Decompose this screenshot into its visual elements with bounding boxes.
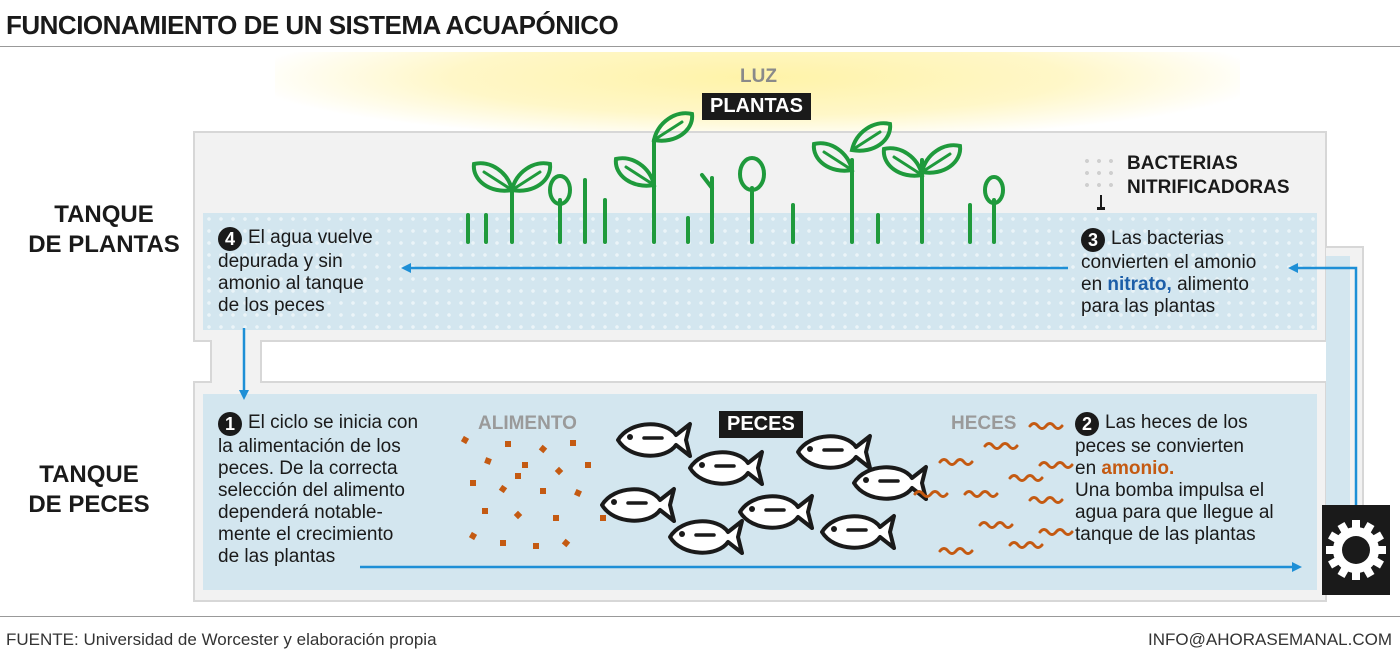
plant-icon bbox=[811, 121, 893, 244]
drain-pipe bbox=[210, 340, 262, 383]
plant-icon bbox=[738, 156, 766, 244]
food-particle bbox=[540, 488, 546, 494]
fish-icon bbox=[600, 487, 676, 523]
food-particle bbox=[522, 462, 528, 468]
step2-number: 2 bbox=[1075, 412, 1099, 436]
feces-mark bbox=[1028, 422, 1064, 430]
fish-tag: PECES bbox=[719, 411, 803, 438]
contact-email[interactable]: INFO@AHORASEMANAL.COM bbox=[1148, 630, 1392, 649]
food-particle bbox=[570, 440, 576, 446]
feces-mark bbox=[1038, 461, 1074, 469]
feces-mark bbox=[938, 458, 974, 466]
bacteria-pointer-base bbox=[1097, 207, 1105, 210]
food-particle bbox=[533, 543, 539, 549]
fish-group bbox=[600, 422, 928, 555]
pump-pipe-water bbox=[1326, 256, 1350, 508]
arrow-icon bbox=[1288, 263, 1358, 505]
food-particle bbox=[585, 462, 591, 468]
page-title: FUNCIONAMIENTO DE UN SISTEMA ACUAPÓNICO bbox=[6, 10, 619, 40]
food-particle bbox=[553, 515, 559, 521]
feces-mark bbox=[1008, 541, 1044, 549]
plants-tag: PLANTAS bbox=[702, 93, 811, 120]
food-particle bbox=[574, 489, 582, 497]
plant-icon bbox=[983, 175, 1005, 244]
food-particle bbox=[600, 515, 606, 521]
food-particle bbox=[505, 441, 511, 447]
food-particles bbox=[460, 435, 606, 549]
food-particle bbox=[515, 473, 521, 479]
fish-icon bbox=[820, 514, 896, 550]
food-particle bbox=[484, 457, 492, 465]
plant-icon bbox=[471, 161, 553, 244]
plant-icon bbox=[881, 143, 963, 244]
feces-mark bbox=[963, 490, 999, 498]
fish-icon bbox=[738, 494, 814, 530]
gear-icon bbox=[1326, 520, 1386, 580]
feces-mark bbox=[1028, 496, 1064, 504]
food-particle bbox=[554, 466, 564, 476]
title-divider bbox=[0, 46, 1400, 47]
light-label: LUZ bbox=[740, 66, 777, 87]
feces-mark bbox=[978, 521, 1014, 529]
source-text: FUENTE: Universidad de Worcester y elabo… bbox=[6, 630, 437, 649]
feces-mark bbox=[938, 547, 974, 555]
feces-mark bbox=[983, 442, 1019, 450]
food-particle bbox=[470, 480, 476, 486]
step4-number: 4 bbox=[218, 227, 242, 251]
food-particle bbox=[513, 510, 523, 520]
feces-mark bbox=[1008, 474, 1044, 482]
plant-icon bbox=[613, 111, 695, 244]
fish-icon bbox=[688, 450, 764, 486]
fish-icon bbox=[668, 519, 744, 555]
plant-tank-water bbox=[203, 213, 1317, 330]
plant-icon bbox=[700, 173, 714, 244]
feces-mark bbox=[1038, 528, 1074, 536]
food-particle bbox=[538, 444, 548, 454]
feces-label: HECES bbox=[951, 413, 1017, 434]
plant-icon bbox=[548, 174, 572, 244]
feces-group bbox=[913, 422, 1074, 555]
food-particle bbox=[498, 484, 508, 494]
plants-group bbox=[466, 111, 1005, 244]
fish-icon bbox=[796, 434, 872, 470]
plant-tank-label: TANQUE DE PLANTAS bbox=[28, 201, 180, 258]
bacteria-pointer bbox=[1100, 195, 1102, 209]
step3-number: 3 bbox=[1081, 228, 1105, 252]
food-label: ALIMENTO bbox=[478, 413, 577, 434]
food-particle bbox=[468, 531, 478, 541]
food-particle bbox=[500, 540, 506, 546]
fish-icon bbox=[616, 422, 692, 458]
bacteria-label: BACTERIAS NITRIFICADORAS bbox=[1127, 153, 1290, 198]
food-particle bbox=[460, 435, 470, 445]
bacteria-swatch bbox=[1081, 155, 1117, 195]
step1-number: 1 bbox=[218, 412, 242, 436]
footer-divider bbox=[0, 616, 1400, 617]
ammonia-highlight: amonio. bbox=[1101, 458, 1175, 479]
fish-tank-label: TANQUE DE PECES bbox=[28, 461, 150, 518]
food-particle bbox=[561, 538, 571, 548]
food-particle bbox=[482, 508, 488, 514]
nitrate-highlight: nitrato, bbox=[1107, 274, 1172, 295]
